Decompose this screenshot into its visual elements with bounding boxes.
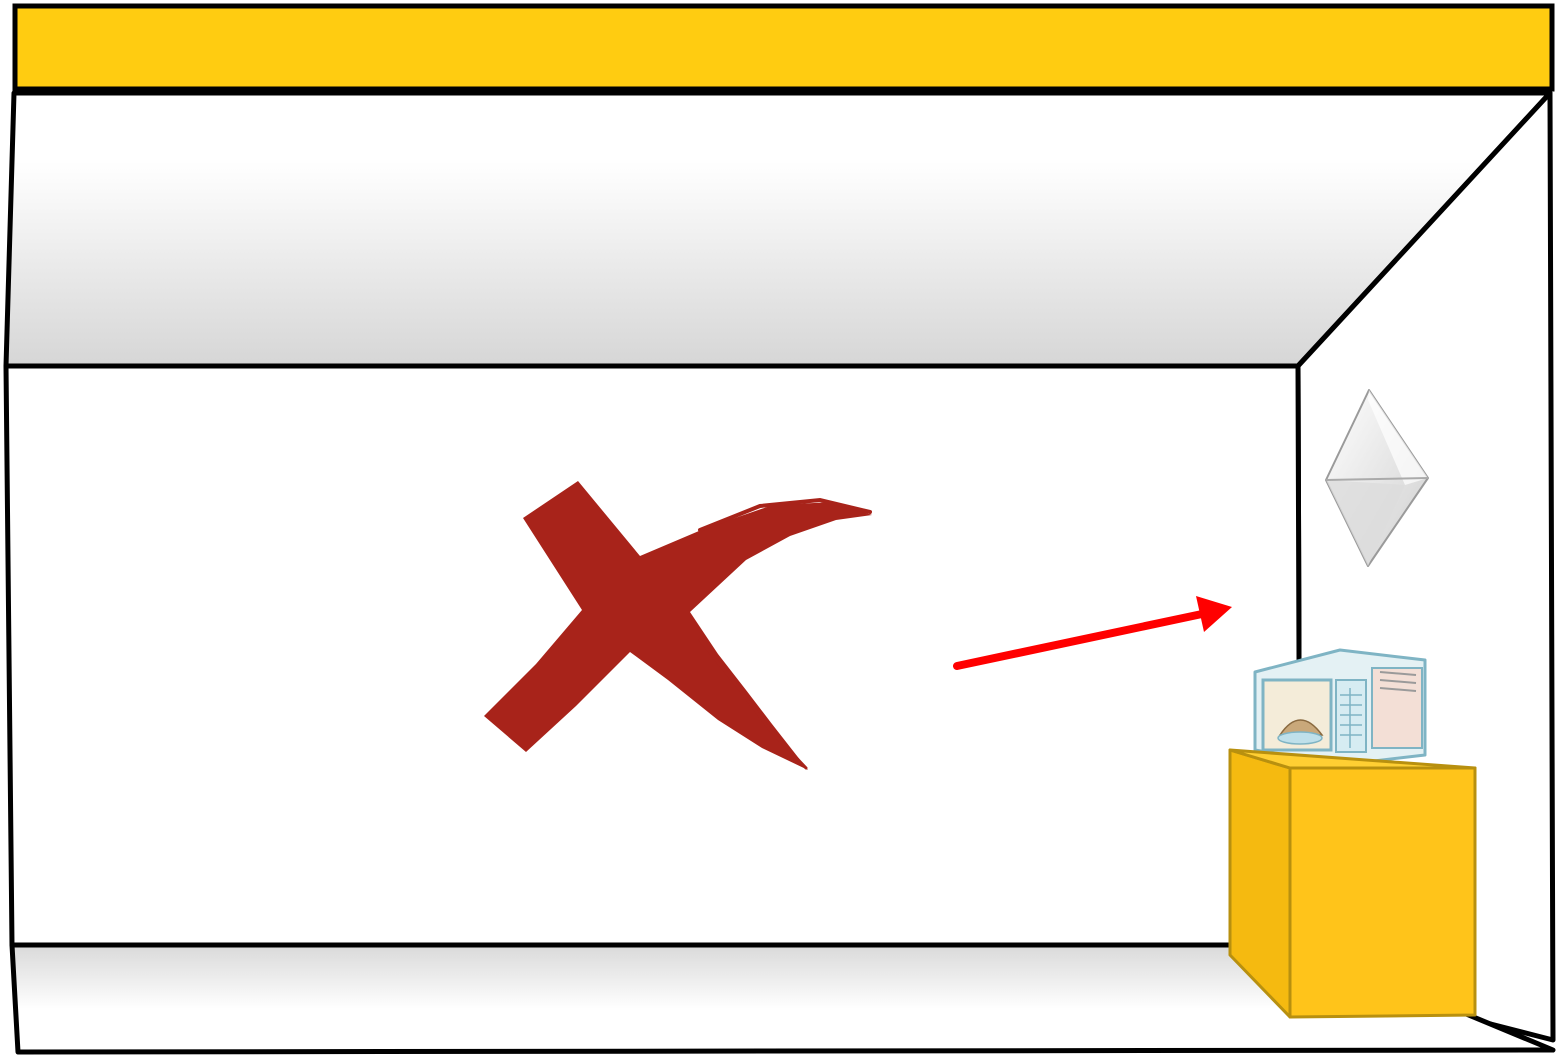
cabinet-icon — [1230, 750, 1475, 1017]
ceiling — [6, 93, 1550, 366]
microwave-icon — [1255, 650, 1425, 765]
top-band — [15, 6, 1552, 89]
